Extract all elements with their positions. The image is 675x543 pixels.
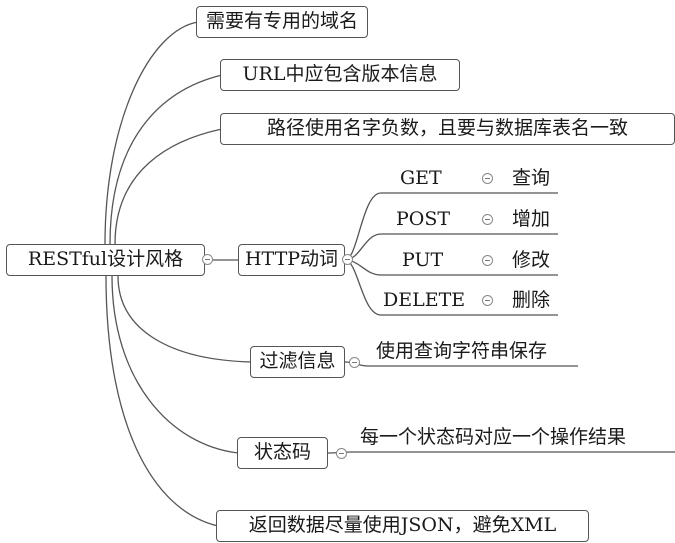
filter-detail: 使用查询字符串保存 <box>376 340 548 362</box>
verb-get-collapse-icon[interactable] <box>482 173 493 184</box>
verb-post-meaning: 增加 <box>512 208 551 230</box>
branch-path-naming[interactable]: 路径使用名字负数，且要与数据库表名一致 <box>220 113 675 145</box>
branch-filter[interactable]: 过滤信息 <box>250 346 345 378</box>
verb-post-collapse-icon[interactable] <box>482 214 493 225</box>
verb-post: POST <box>396 208 451 230</box>
status-collapse-icon[interactable] <box>336 448 347 459</box>
verb-get: GET <box>400 167 442 189</box>
verb-put-collapse-icon[interactable] <box>482 255 493 266</box>
branch-http-verbs[interactable]: HTTP动词 <box>238 244 345 276</box>
verb-put: PUT <box>402 249 444 271</box>
verb-delete: DELETE <box>383 289 466 311</box>
branch-return-json[interactable]: 返回数据尽量使用JSON，避免XML <box>216 510 589 542</box>
branch-domain[interactable]: 需要有专用的域名 <box>196 6 368 38</box>
http-verbs-collapse-icon[interactable] <box>342 254 353 265</box>
branch-url-version[interactable]: URL中应包含版本信息 <box>220 59 460 91</box>
root-collapse-icon[interactable] <box>202 254 213 265</box>
status-detail: 每一个状态码对应一个操作结果 <box>360 426 627 448</box>
verb-delete-collapse-icon[interactable] <box>482 295 493 306</box>
root-node[interactable]: RESTful设计风格 <box>6 244 205 276</box>
verb-get-meaning: 查询 <box>512 167 551 189</box>
branch-status-code[interactable]: 状态码 <box>237 437 328 469</box>
verb-delete-meaning: 删除 <box>512 289 551 311</box>
verb-put-meaning: 修改 <box>512 249 551 271</box>
filter-collapse-icon[interactable] <box>349 357 360 368</box>
